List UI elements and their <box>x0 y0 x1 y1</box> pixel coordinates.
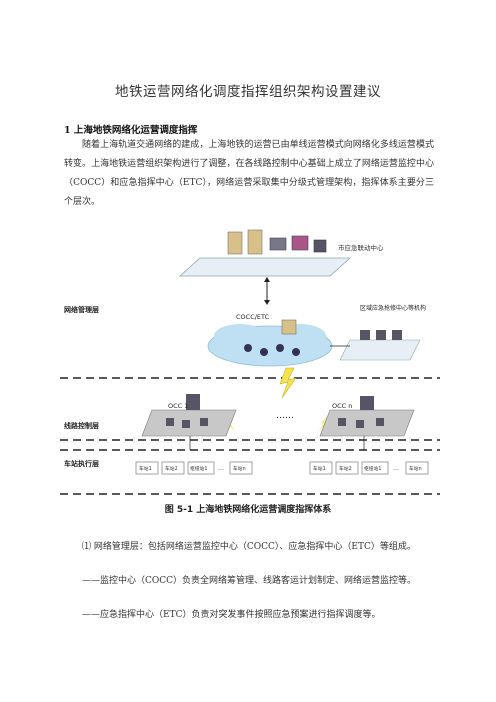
network-layer-label: 网络管理层 <box>64 305 99 314</box>
station-layer-label: 车站执行层 <box>64 459 99 468</box>
regional-center: 区域应急抢修中心等机构 <box>339 304 426 361</box>
occn-label: OCC n <box>332 402 352 410</box>
station: 车站n <box>233 465 246 472</box>
station: 枢纽站1 <box>364 465 381 472</box>
network-dispatch-diagram: 市应急联动中心 网络管理层 线路控制层 车站执行层 COCC/ETC <box>60 229 440 495</box>
item1-paragraph: ⑴ 网络管理层：包括网络运营监控中心（COCC）、应急指挥中心（ETC）等组成。 <box>82 542 416 552</box>
emergency-center-group: 市应急联动中心 <box>178 229 384 277</box>
intro-paragraph: 随着上海轨道交通网络的建成，上海地铁的运营已由单线运营模式向网络化多线运营模式转… <box>64 140 434 207</box>
station: … <box>393 465 399 472</box>
occ1-label: OCC 1 <box>168 402 188 410</box>
occn-node: OCC n <box>319 396 415 437</box>
item1-sub2: ——应急指挥中心（ETC）负责对突发事件按照应急预案进行指挥调度等。 <box>82 610 381 620</box>
right-stations: 车站1 车站2 枢纽站1 … 车站n <box>309 461 429 475</box>
section-heading: 1 上海地铁网络化运营调度指挥 <box>64 125 198 136</box>
station: 车站2 <box>165 465 178 472</box>
station: … <box>218 465 224 472</box>
wireless-icon <box>279 367 297 399</box>
top-label: 市应急联动中心 <box>338 243 384 252</box>
cocc-cloud: COCC/ETC <box>207 313 333 367</box>
occ-dots: …… <box>276 411 294 421</box>
station: 车站n <box>409 465 422 472</box>
document-title: 地铁运营网络化调度指挥组织架构设置建议 <box>115 84 381 100</box>
station: 车站1 <box>139 465 152 472</box>
station: 枢纽站1 <box>190 465 207 472</box>
cocc-label: COCC/ETC <box>236 313 270 321</box>
item1-sub1: ——监控中心（COCC）负责全网络筹管理、线路客运计划制定、网络运营监控等。 <box>82 576 417 586</box>
line-layer-label: 线路控制层 <box>64 421 99 430</box>
figure-caption: 图 5-1 上海地铁网络化运营调度指挥体系 <box>164 505 332 515</box>
regional-center-label: 区域应急抢修中心等机构 <box>360 304 426 312</box>
left-stations: 车站1 车站2 枢纽站1 … 车站n <box>135 461 253 475</box>
station: 车站2 <box>339 465 352 472</box>
station: 车站1 <box>313 465 326 472</box>
occ1-node: OCC 1 <box>141 394 237 437</box>
